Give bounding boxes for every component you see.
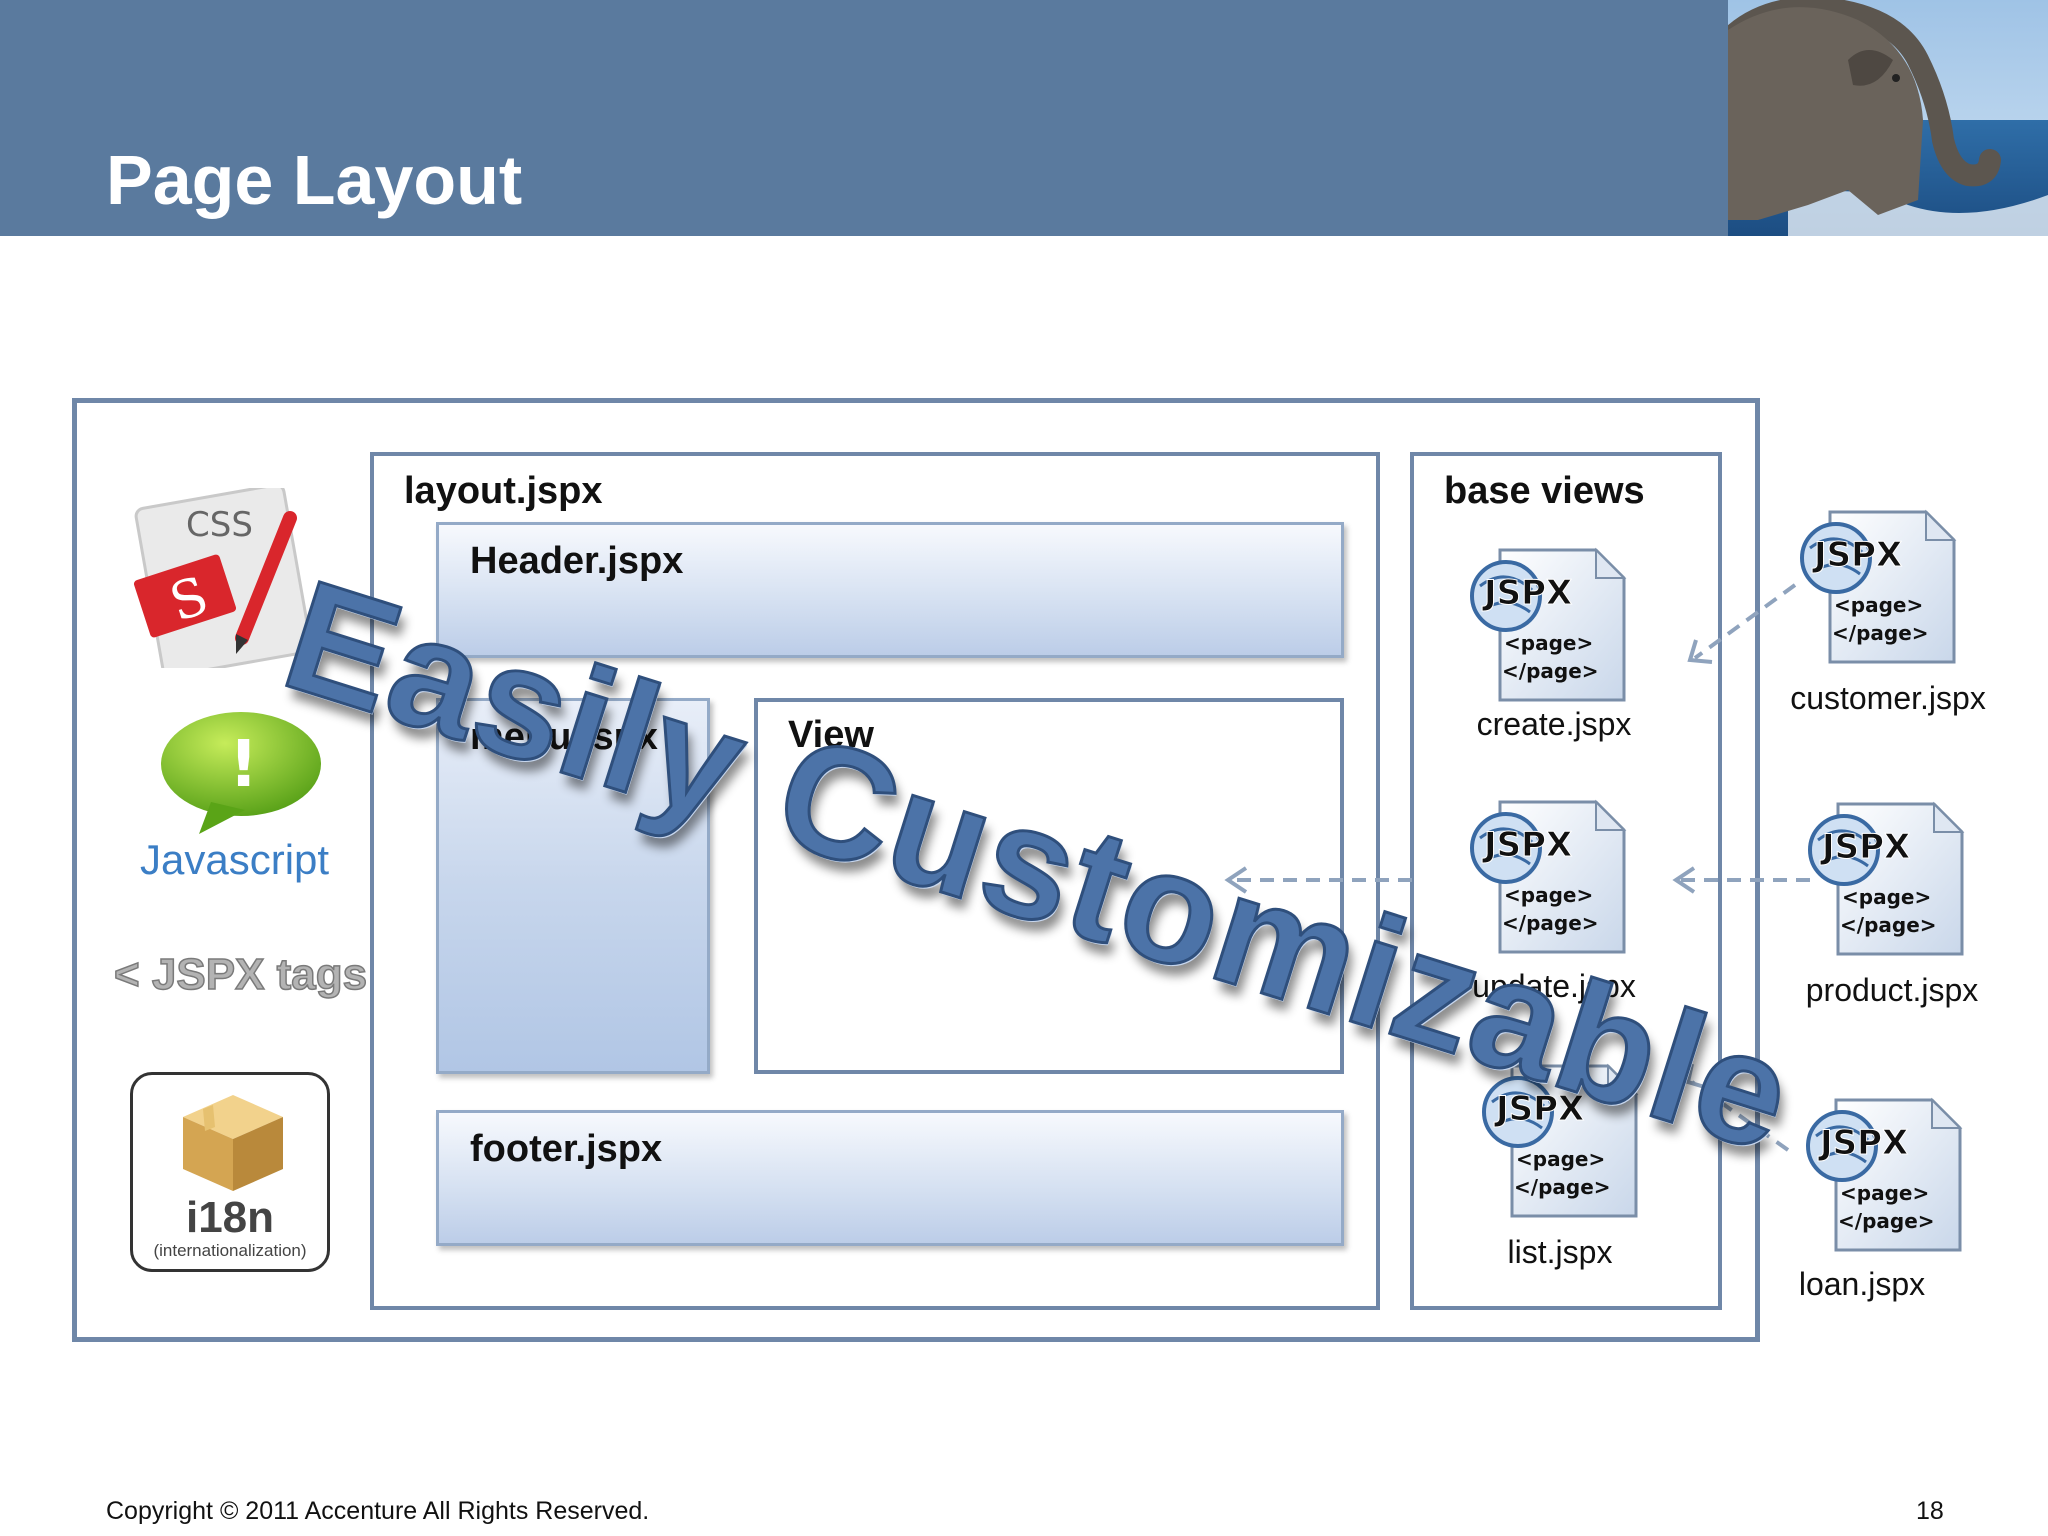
i18n-sub-label: (internationalization) (153, 1241, 307, 1260)
svg-text:JSPX: JSPX (1482, 573, 1572, 613)
footer-copyright: Copyright © 2011 Accenture All Rights Re… (106, 1497, 650, 1525)
arrow-loan-to-list (1690, 1080, 1790, 1152)
menu-label: menu.jspx (470, 716, 658, 758)
javascript-label: Javascript (140, 836, 330, 883)
svg-text:JSPX: JSPX (1494, 1089, 1584, 1129)
file-label-customer: customer.jspx (1790, 680, 1986, 716)
svg-text:<page>: <page> (1516, 1147, 1605, 1171)
jspx-file-icon-list: JSPX <page> </page> (1482, 1062, 1642, 1222)
footer-region (436, 1110, 1344, 1246)
svg-text:<page>: <page> (1504, 883, 1593, 907)
elephant-photo (1728, 0, 2048, 236)
header-bar (0, 0, 1728, 236)
menu-region (436, 698, 710, 1074)
file-label-loan: loan.jspx (1798, 1266, 1926, 1302)
jspx-tags-label: < JSPX tags /> (113, 949, 418, 1000)
css-icon: S CSS (130, 483, 313, 678)
i18n-label: i18n (185, 1193, 275, 1242)
svg-text:JSPX: JSPX (1818, 1123, 1908, 1163)
header-label: Header.jspx (470, 540, 684, 582)
i18n-card: i18n (internationalization) (130, 1072, 330, 1272)
file-label-product: product.jspx (1805, 972, 1979, 1008)
svg-text:JSPX: JSPX (1820, 827, 1910, 867)
svg-text:<page>: <page> (1842, 885, 1931, 909)
layout-title: layout.jspx (404, 470, 603, 512)
page-number: 18 (1916, 1497, 1944, 1525)
svg-text:</page>: </page> (1840, 913, 1937, 937)
svg-text:JSPX: JSPX (1812, 535, 1902, 575)
footer-label: footer.jspx (470, 1128, 663, 1170)
svg-text:<page>: <page> (1504, 631, 1593, 655)
jspx-file-icon-update: JSPX <page> </page> (1470, 798, 1630, 958)
javascript-bubble-icon: ! (155, 706, 325, 836)
arrow-customer-to-create (1693, 583, 1797, 660)
box-icon (183, 1095, 283, 1191)
jspx-file-icon-customer: JSPX <page> </page> (1800, 508, 1960, 668)
svg-text:</page>: </page> (1838, 1209, 1935, 1233)
svg-text:</page>: </page> (1832, 621, 1929, 645)
slide-title: Page Layout (106, 141, 523, 219)
svg-text:!: ! (229, 728, 258, 802)
jspx-file-icon-create: JSPX <page> </page> (1470, 546, 1630, 706)
svg-text:</page>: </page> (1502, 911, 1599, 935)
file-label-list: list.jspx (1507, 1234, 1613, 1270)
css-text: CSS (186, 505, 253, 545)
jspx-file-icon-product: JSPX <page> </page> (1808, 800, 1968, 960)
svg-text:<page>: <page> (1834, 593, 1923, 617)
svg-text:</page>: </page> (1502, 659, 1599, 683)
header-region (436, 522, 1344, 658)
jspx-file-icon-loan: JSPX <page> </page> (1806, 1096, 1966, 1256)
svg-text:JSPX: JSPX (1482, 825, 1572, 865)
svg-text:<page>: <page> (1840, 1181, 1929, 1205)
svg-text:</page>: </page> (1514, 1175, 1611, 1199)
base-views-title: base views (1444, 470, 1645, 512)
view-label: View (788, 714, 874, 756)
view-region (754, 698, 1344, 1074)
file-label-update: update.jspx (1472, 968, 1636, 1004)
file-label-create: create.jspx (1476, 706, 1632, 742)
